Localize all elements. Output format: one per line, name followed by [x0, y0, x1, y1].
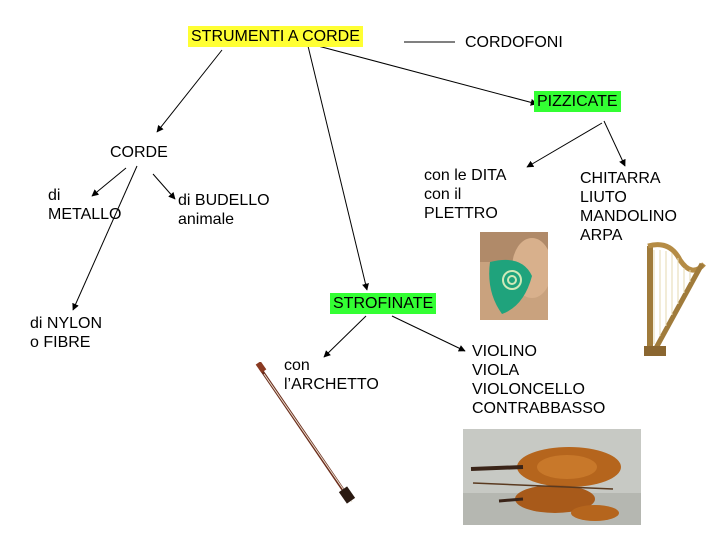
arrow-strofinate-instruments — [391, 315, 466, 352]
arrow-root-pizzicate — [317, 45, 538, 106]
arrow-corde-metallo — [91, 167, 127, 197]
arrow-pizzicate-instruments — [603, 120, 626, 167]
arrow-corde-nylon — [72, 165, 138, 311]
corde-node: CORDE — [110, 144, 168, 161]
arrow-root-corde — [156, 49, 223, 133]
arrow-root-strofinate — [307, 45, 369, 291]
arrow-strofinate-method — [323, 315, 367, 358]
root-node: STRUMENTI A CORDE — [188, 26, 363, 47]
corde-metallo-label: di METALLO — [48, 187, 122, 223]
arrow-corde-budello — [152, 173, 176, 200]
pizzicate-node: PIZZICATE — [534, 91, 621, 112]
pizzicate-method-label: con le DITA con il PLETTRO — [424, 167, 507, 222]
strofinate-method-label: con l’ARCHETTO — [284, 357, 379, 393]
arrow-pizzicate-method — [526, 122, 603, 168]
pizzicate-instruments-label: CHITARRA LIUTO MANDOLINO ARPA — [580, 170, 677, 244]
strofinate-instruments-label: VIOLINO VIOLA VIOLONCELLO CONTRABBASSO — [472, 343, 606, 417]
harp-photo-icon — [644, 242, 706, 356]
synonym-label: CORDOFONI — [465, 34, 563, 51]
plectrum-photo-icon — [480, 232, 548, 320]
violins-photo-icon — [463, 429, 641, 525]
bow-photo-icon — [255, 362, 356, 504]
corde-budello-label: di BUDELLO animale — [178, 192, 270, 228]
strofinate-node: STROFINATE — [330, 293, 437, 314]
corde-nylon-label: di NYLON o FIBRE — [30, 315, 103, 351]
